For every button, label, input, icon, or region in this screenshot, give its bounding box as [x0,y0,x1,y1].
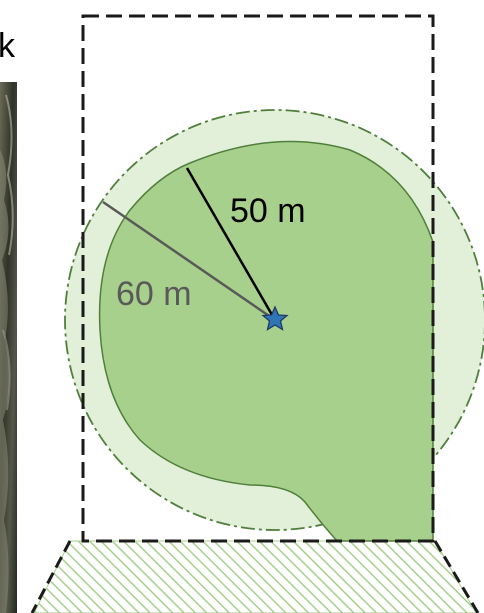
inner-zone-50m [98,140,434,542]
site-boundary [81,14,435,543]
radius-label-50m: 50 m [230,192,306,230]
radius-line-60m [102,200,276,322]
radius-label-60m: 60 m [116,275,192,313]
footprint-edge-right [433,540,480,613]
footprint-edge-left [30,540,72,613]
photo-crop [0,82,17,613]
radius-line-50m [185,167,277,321]
hatched-footprint [33,540,477,613]
corner-letter: k [0,27,16,65]
star-icon [261,305,289,331]
